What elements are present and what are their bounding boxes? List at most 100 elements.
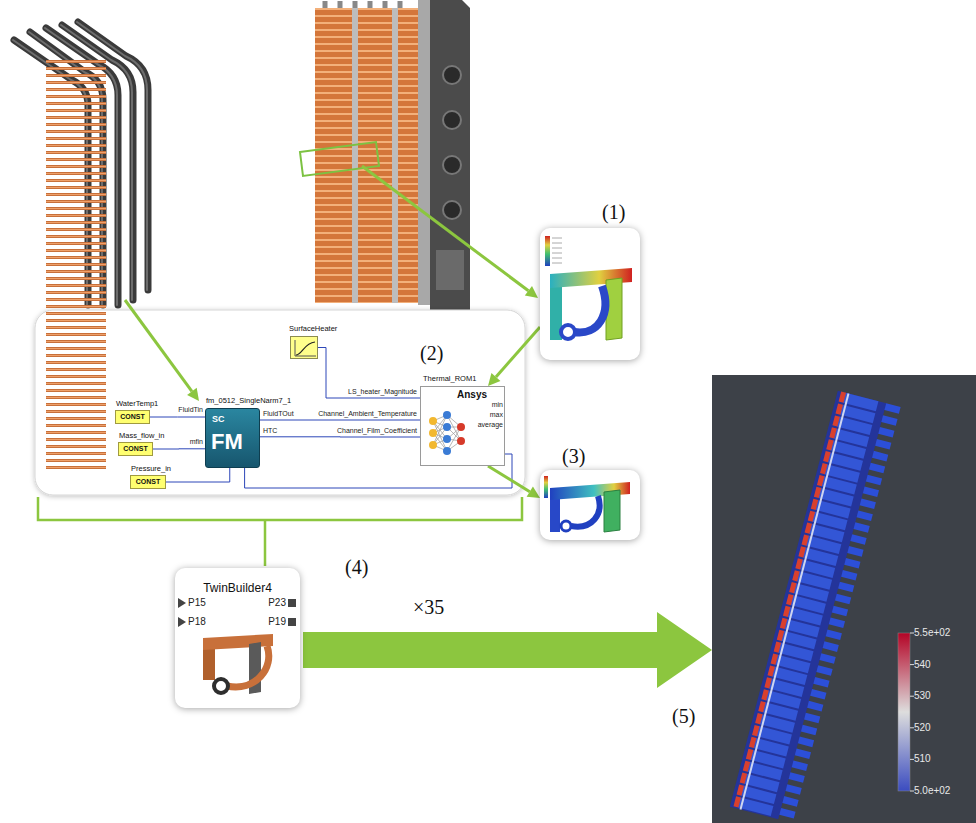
component-icon: [203, 646, 215, 680]
pin-label: HTC: [263, 427, 277, 435]
connector-line: [166, 468, 230, 482]
leader-arrow: [125, 300, 199, 401]
cell-stack-illustration: [352, 8, 358, 303]
thumbnail-panel: (1): [540, 228, 640, 360]
part-thumbnail: [540, 228, 640, 360]
cell-stack-illustration: [300, 0, 470, 320]
pin-label: P18: [188, 616, 206, 628]
colorbar-value: 530: [914, 690, 931, 702]
pin-label: P15: [188, 597, 206, 609]
part-thumbnail: [552, 238, 562, 263]
neural-network-icon: [429, 429, 437, 437]
leader-arrow: [125, 300, 192, 391]
component-icon: [227, 646, 269, 687]
cell-stack-illustration: [430, 0, 470, 320]
const-block: Pressure_inCONST: [130, 475, 166, 489]
part-thumbnail: [604, 490, 620, 532]
block-label: WaterTemp1: [116, 400, 158, 409]
signal-wire: [153, 448, 205, 449]
heat-exchanger-coil: [76, 60, 77, 470]
block-type: CONST: [120, 413, 145, 421]
source-block: SurfaceHeater: [290, 336, 318, 359]
part-thumbnail: [561, 325, 575, 339]
block-label: Thermal_ROM1: [423, 375, 476, 384]
block-label: fm_0512_SingleNarm7_1: [206, 397, 291, 406]
const-block: WaterTemp1CONST: [115, 410, 150, 424]
neural-network-icon: [429, 417, 437, 425]
component-icon: [288, 599, 296, 607]
component-title: TwinBuilder4: [203, 582, 272, 596]
callout-number: (3): [562, 445, 585, 468]
pin-label: mfin: [190, 438, 203, 446]
schematic-panel-ground: [35, 310, 525, 495]
component-icon: [203, 634, 273, 650]
colorbar-value: 510: [914, 753, 931, 765]
leader-arrow: [525, 286, 538, 298]
logo-text: SC: [212, 414, 225, 424]
leader-arrow: [362, 166, 528, 291]
neural-network-icon: [443, 423, 451, 431]
neural-network-icon: [443, 447, 451, 455]
component-icon: [288, 618, 296, 626]
part-thumbnail: [550, 498, 560, 532]
callout-number: (4): [345, 556, 368, 579]
connector-line: [260, 420, 420, 421]
neural-network-icon: [457, 423, 465, 431]
simulation-render: [712, 375, 976, 823]
thumbnail-panel: (3): [540, 470, 640, 540]
arrow-head: [527, 487, 540, 498]
render-panel: (5): [712, 375, 976, 823]
source-symbol: [295, 340, 316, 356]
flow-arrow: [303, 612, 712, 688]
heat-exchanger-pipe-highlight: [13, 22, 147, 305]
block-label: Mass_flow_in: [119, 432, 164, 441]
part-thumbnail: [571, 496, 600, 527]
leader-arrow: [187, 388, 199, 401]
cell-stack-illustration: [392, 8, 398, 303]
block-type: CONST: [123, 445, 148, 453]
neural-network-icon: [443, 411, 451, 419]
pin-label: P19: [268, 616, 286, 628]
colorbar-value: 520: [914, 722, 931, 734]
logo-text: FM: [211, 429, 243, 454]
neural-network-icon: [443, 435, 451, 443]
heat-exchanger-coil: [46, 60, 106, 470]
cell-stack-illustration: [443, 156, 461, 174]
part-thumbnail: [561, 521, 571, 531]
multiplier-label: ×35: [413, 596, 444, 619]
flow-arrow: [488, 466, 540, 498]
block-label: SurfaceHeater: [289, 325, 337, 334]
cell-stack-illustration: [418, 0, 432, 305]
signal-wire: [150, 417, 205, 418]
fmu-block: fm_0512_SingleNarm7_1SCFM: [205, 408, 260, 468]
heat-exchanger-pipes: [14, 22, 148, 305]
pin-label: LS_heater_Magnitude: [348, 388, 417, 396]
component-box: (4)TwinBuilder4: [175, 568, 300, 708]
component-icon: [178, 617, 186, 627]
connector-line: [318, 348, 420, 399]
heat-exchanger-coil: [46, 61, 106, 470]
signal-wire: [318, 348, 420, 399]
connector-line: [496, 327, 540, 377]
source-symbol: [296, 342, 315, 355]
neural-network-icon: [457, 437, 465, 445]
pin-label: P23: [268, 597, 286, 609]
connector-line: [260, 436, 420, 437]
cell-stack-illustration: [315, 8, 418, 303]
logo-text: Ansys: [457, 389, 487, 401]
signal-wire: [260, 436, 420, 437]
connector-line: [153, 448, 205, 449]
colorbar-value: 540: [914, 659, 931, 671]
component-icon: [178, 598, 186, 608]
part-thumbnail: [540, 470, 640, 540]
cell-stack-illustration: [443, 111, 461, 129]
neural-network-icon: [447, 415, 461, 451]
callout-number: (5): [672, 705, 695, 728]
simulation-render: [910, 633, 914, 791]
callout-number: (2): [420, 342, 443, 365]
pin-label: Channel_Film_Coefficient: [337, 427, 417, 435]
cell-stack-illustration: [315, 8, 418, 303]
pin-label: Channel_Ambient_Temperature: [318, 410, 417, 418]
schematic-panel: (2) SurfaceHeaterWaterTemp1CONSTMass_flo…: [35, 310, 525, 495]
